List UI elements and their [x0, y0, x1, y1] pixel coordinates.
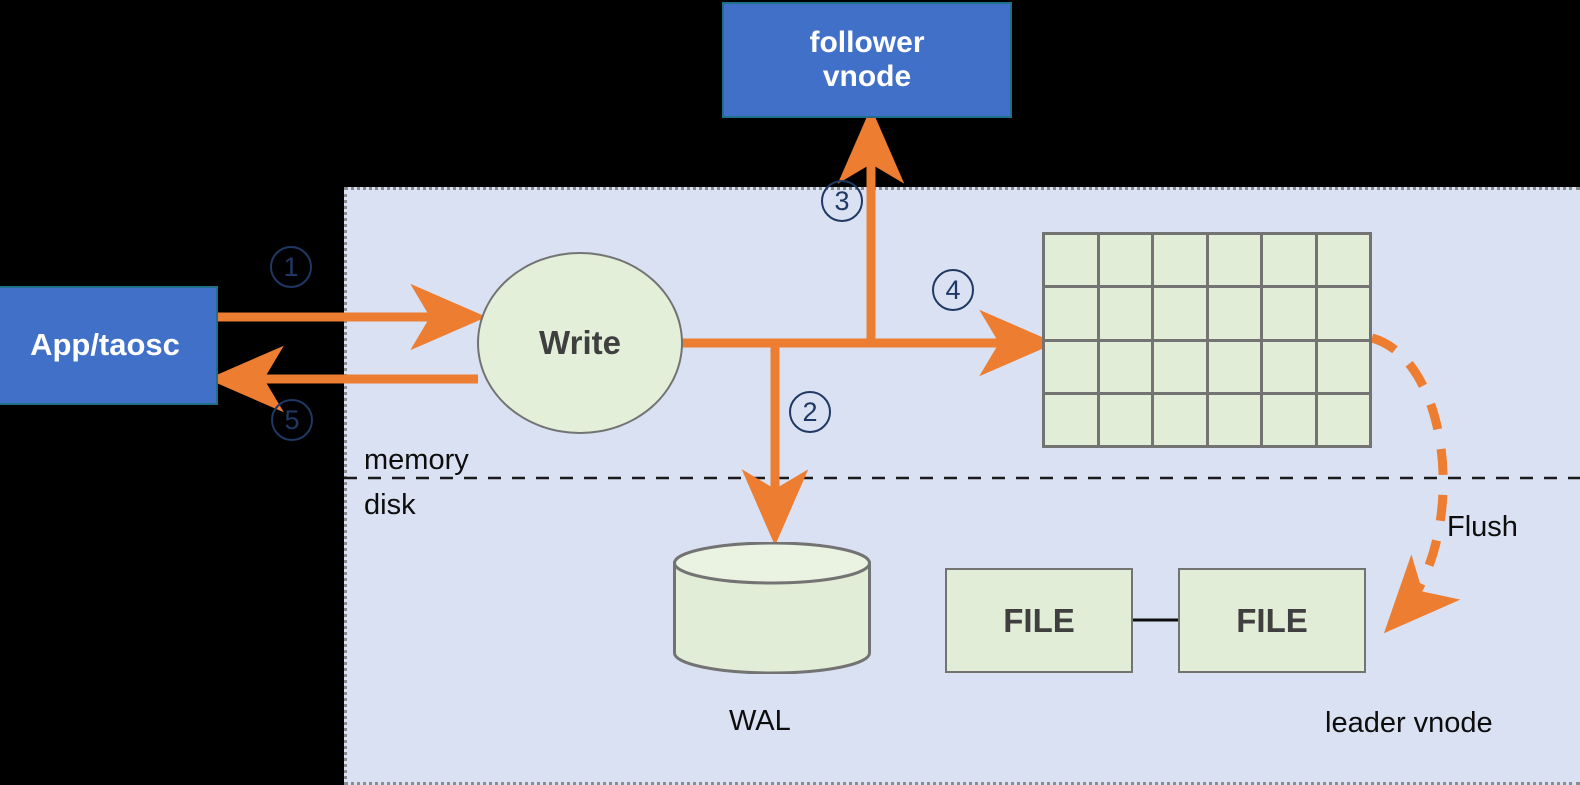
follower-vnode-box[interactable]: follower vnode: [722, 2, 1012, 118]
memtable-cell: [1263, 235, 1315, 286]
write-process-node[interactable]: Write: [477, 252, 683, 434]
follower-vnode-label-line1: follower: [809, 26, 925, 60]
memtable-cell: [1099, 288, 1151, 339]
wal-cylinder: [673, 542, 871, 674]
memtable-cell: [1045, 235, 1097, 286]
file-box-1-label: FILE: [1003, 601, 1075, 639]
step-marker-5: 5: [271, 399, 313, 441]
write-label: Write: [539, 324, 621, 361]
memtable-cell: [1099, 235, 1151, 286]
file-box-2-label: FILE: [1236, 601, 1308, 639]
memtable-cell: [1263, 341, 1315, 392]
memtable-cell: [1317, 288, 1369, 339]
memtable-grid: [1042, 232, 1372, 448]
flush-label: Flush: [1447, 511, 1518, 543]
arrow-flush-curve: [1370, 333, 1461, 634]
memtable-cell: [1263, 394, 1315, 445]
memtable-cell: [1317, 394, 1369, 445]
app-taosc-box[interactable]: App/taosc: [0, 286, 218, 405]
file-box-2[interactable]: FILE: [1178, 568, 1366, 673]
memtable-cell: [1045, 394, 1097, 445]
memtable-cell: [1317, 235, 1369, 286]
memtable-cell: [1099, 394, 1151, 445]
follower-vnode-label-line2: vnode: [822, 60, 912, 93]
memtable-cell: [1154, 235, 1206, 286]
memtable-cell: [1263, 288, 1315, 339]
step-marker-3: 3: [821, 180, 863, 222]
memtable-cell: [1208, 341, 1260, 392]
memtable-cell: [1208, 394, 1260, 445]
leader-vnode-label: leader vnode: [1325, 707, 1493, 739]
memtable-cell: [1154, 394, 1206, 445]
disk-label: disk: [364, 489, 416, 521]
wal-label: WAL: [729, 705, 791, 737]
memtable-cell: [1208, 288, 1260, 339]
app-taosc-label: App/taosc: [30, 327, 180, 363]
memtable-cell: [1154, 288, 1206, 339]
memtable-cell: [1317, 341, 1369, 392]
memtable-cell: [1045, 341, 1097, 392]
memtable-cell: [1208, 235, 1260, 286]
memtable-cell: [1045, 288, 1097, 339]
step-marker-1: 1: [270, 246, 312, 288]
file-box-1[interactable]: FILE: [945, 568, 1133, 673]
step-marker-4: 4: [932, 269, 974, 311]
memtable-cell: [1154, 341, 1206, 392]
step-marker-2: 2: [789, 391, 831, 433]
memory-label: memory: [364, 444, 469, 476]
memtable-cell: [1099, 341, 1151, 392]
